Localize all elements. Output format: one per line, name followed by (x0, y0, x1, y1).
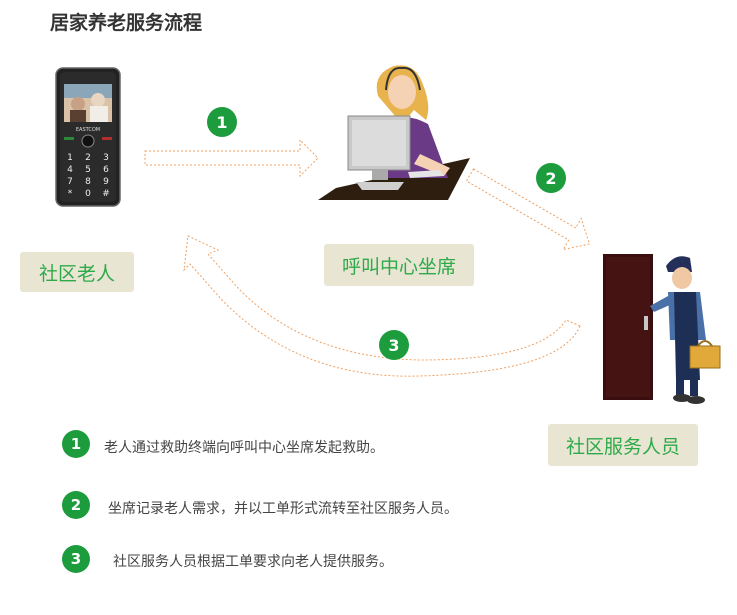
phone-key: 3 (103, 153, 109, 163)
phone-key: 4 (67, 165, 73, 175)
page-title: 居家养老服务流程 (50, 12, 203, 34)
node-label-call-center: 呼叫中心坐席 (324, 244, 474, 286)
arrow-3 (183, 235, 581, 377)
phone-key: 0 (85, 189, 91, 199)
arrow-1 (144, 138, 319, 178)
arrow-2 (465, 168, 591, 251)
flow-step-badge-3: 3 (379, 330, 409, 360)
phone-key: 7 (67, 177, 73, 187)
flow-step-badge-1: 1 (207, 107, 237, 137)
step-number-1: 1 (62, 430, 90, 458)
phone-key: 9 (103, 177, 109, 187)
staff-icon (603, 254, 721, 404)
step-number-3: 3 (62, 545, 90, 573)
phone-brand: EASTCOM (76, 127, 100, 133)
phone-key: 6 (103, 165, 109, 175)
step-description-3: 社区服务人员根据工单要求向老人提供服务。 (113, 554, 393, 570)
step-description-1: 老人通过救助终端向呼叫中心坐席发起救助。 (104, 440, 384, 456)
flow-step-badge-2: 2 (536, 163, 566, 193)
phone-key: 1 (67, 153, 73, 163)
phone-key: 8 (85, 177, 91, 187)
phone-key: * (68, 189, 73, 199)
step-number-2: 2 (62, 491, 90, 519)
node-label-staff: 社区服务人员 (548, 424, 698, 466)
phone-icon: EASTCOM 1 2 3 4 5 6 7 8 9 * 0 # (55, 67, 121, 207)
phone-key: # (102, 189, 110, 199)
phone-key: 2 (85, 153, 91, 163)
phone-key: 5 (85, 165, 91, 175)
node-label-elder: 社区老人 (20, 252, 134, 292)
step-description-2: 坐席记录老人需求，并以工单形式流转至社区服务人员。 (108, 501, 458, 517)
operator-icon (318, 65, 470, 200)
